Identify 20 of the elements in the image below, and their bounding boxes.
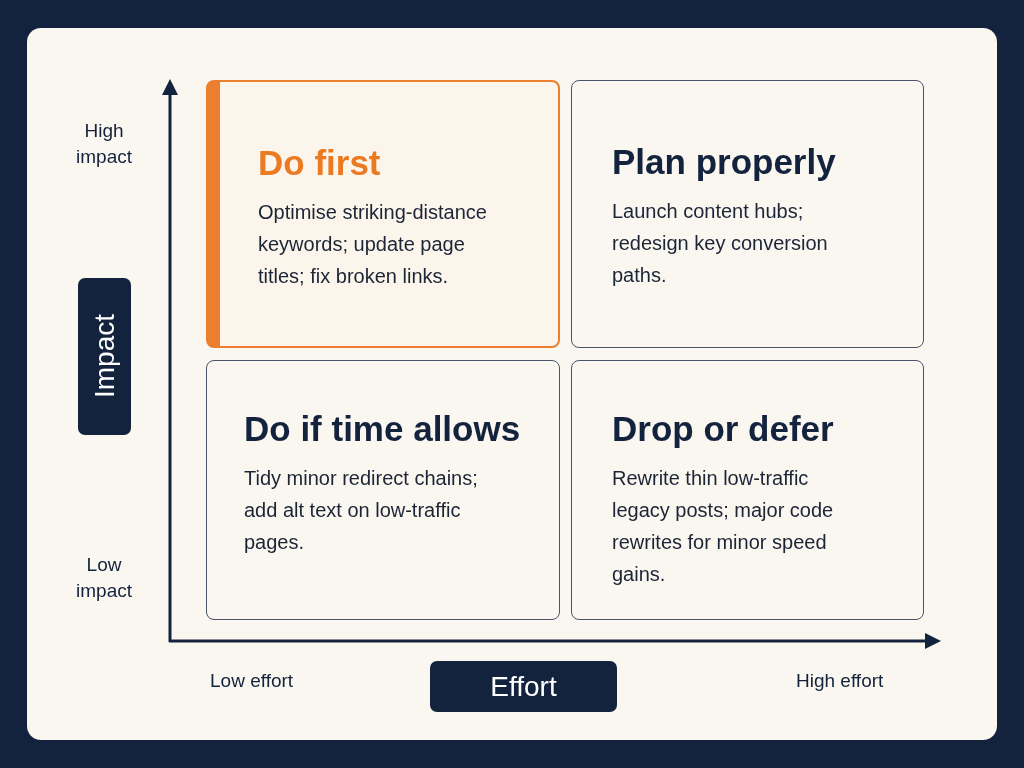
axis-end-label: High effort <box>796 669 884 693</box>
quadrant-description: Tidy minor redirect chains; add alt text on low-traffic pages. <box>244 466 479 555</box>
quadrant-heading: Plan properly <box>612 142 836 182</box>
quadrant-description: Rewrite thin low-traffic legacy posts; major code rewrites for minor speed gains. <box>612 466 835 587</box>
axis-title-panel <box>78 278 131 435</box>
axis-end-label: High impact <box>75 119 133 169</box>
axis-title-panel <box>430 661 617 712</box>
quadrant-heading: Do if time allows <box>244 409 521 449</box>
axis-end-label: Low impact <box>75 553 133 603</box>
quadrant-card <box>206 360 560 620</box>
axis-title: Impact <box>88 314 121 399</box>
axis-end-label: Low effort <box>210 669 294 693</box>
quadrant-card <box>571 80 924 348</box>
quadrant-description: Optimise striking-distance keywords; update page titles; fix broken links. <box>258 200 488 289</box>
quadrant-card <box>206 80 560 348</box>
quadrant-heading: Do first <box>258 143 381 183</box>
axis-title: Effort <box>490 670 557 703</box>
quadrant-card <box>571 360 924 620</box>
quadrant-description: Launch content hubs; redesign key conversion paths. <box>612 199 829 288</box>
quadrant-heading: Drop or defer <box>612 409 834 449</box>
